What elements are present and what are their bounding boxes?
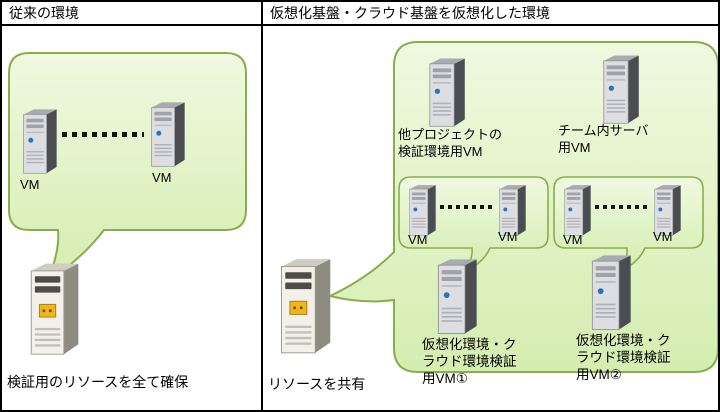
vm-label: VM bbox=[653, 229, 673, 244]
cluster2-caption: 仮想化環境・ク ラウド環境検証 用VM② bbox=[576, 333, 671, 382]
vm-server-icon bbox=[422, 57, 468, 127]
host-server-icon bbox=[24, 260, 82, 356]
host-server-icon bbox=[274, 254, 334, 356]
other-project-vm-label: 他プロジェクトの 検証環境用VM bbox=[398, 127, 503, 159]
dotted-connector bbox=[62, 132, 144, 137]
vm-label: VM bbox=[20, 177, 40, 192]
vm-label: VM bbox=[563, 232, 583, 247]
right-host-caption: リソースを共有 bbox=[268, 376, 366, 392]
vm-host-server-icon bbox=[584, 252, 634, 332]
right-panel-header: 仮想化基盤・クラウド基盤を仮想化した環境 bbox=[263, 2, 718, 26]
vm-server-icon bbox=[596, 54, 642, 124]
vm-server-icon bbox=[559, 184, 593, 236]
cluster1-caption: 仮想化環境・ク ラウド環境検証 用VM① bbox=[422, 337, 517, 386]
vm-host-server-icon bbox=[430, 256, 480, 336]
left-panel-header: 従来の環境 bbox=[2, 2, 261, 26]
vm-server-icon bbox=[16, 108, 60, 174]
dotted-connector bbox=[595, 205, 647, 209]
panel-divider bbox=[261, 2, 263, 410]
vm-label: VM bbox=[152, 170, 172, 185]
team-server-vm-label: チーム内サーバ 用VM bbox=[558, 123, 649, 155]
vm-server-icon bbox=[404, 184, 438, 236]
vm-server-icon bbox=[144, 101, 188, 167]
dotted-connector bbox=[440, 205, 492, 209]
vm-label: VM bbox=[408, 232, 428, 247]
vm-label: VM bbox=[498, 229, 518, 244]
left-host-caption: 検証用のリソースを全て確保 bbox=[7, 374, 189, 390]
